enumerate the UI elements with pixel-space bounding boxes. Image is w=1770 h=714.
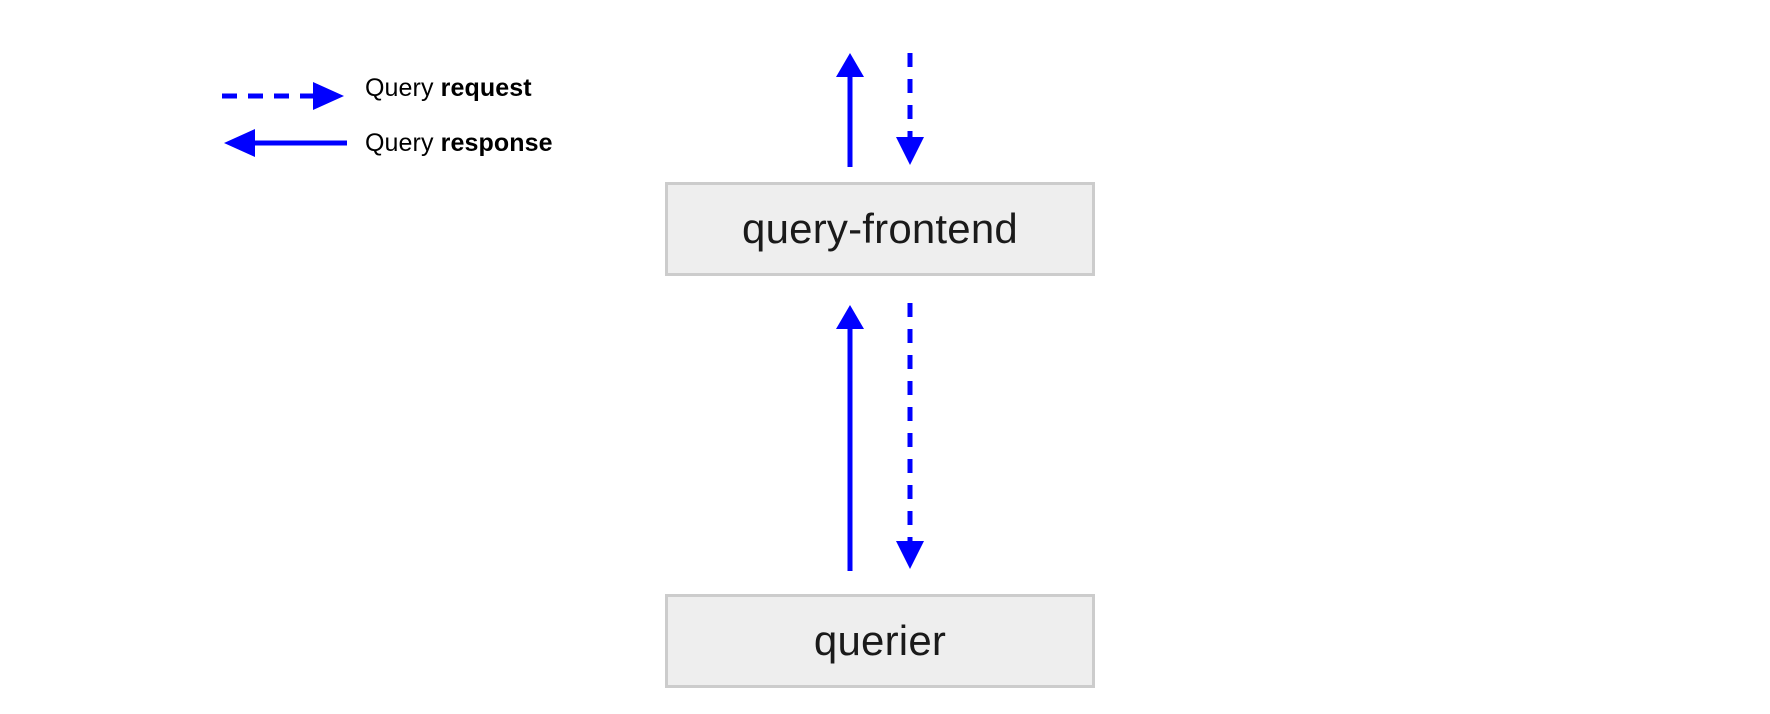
node-label-querier: querier xyxy=(813,617,947,664)
edge-group-above-query-frontend xyxy=(836,53,924,167)
edge-top-request-down xyxy=(896,53,924,165)
legend-solid-left-arrow-icon xyxy=(220,120,360,166)
node-label-query-frontend: query-frontend xyxy=(742,205,1018,252)
legend-label-prefix-0: Query xyxy=(365,74,441,102)
legend: Query request Query response xyxy=(200,55,760,170)
legend-label-query-request: Query request xyxy=(365,65,532,111)
node-query-frontend: query-frontend xyxy=(665,182,1095,276)
legend-dashed-right-arrow-icon xyxy=(220,65,360,111)
edge-group-between-nodes xyxy=(836,303,924,571)
legend-item-query-response: Query response xyxy=(200,120,760,166)
legend-label-emphasis-0: request xyxy=(440,74,532,102)
edge-top-response-up xyxy=(836,53,864,167)
legend-label-query-response: Query response xyxy=(365,120,553,166)
edge-mid-response-up xyxy=(836,305,864,571)
legend-item-query-request: Query request xyxy=(200,65,760,111)
legend-label-prefix-1: Query xyxy=(365,129,441,157)
legend-label-emphasis-1: response xyxy=(440,129,553,157)
node-querier: querier xyxy=(665,594,1095,688)
edge-mid-request-down xyxy=(896,303,924,569)
